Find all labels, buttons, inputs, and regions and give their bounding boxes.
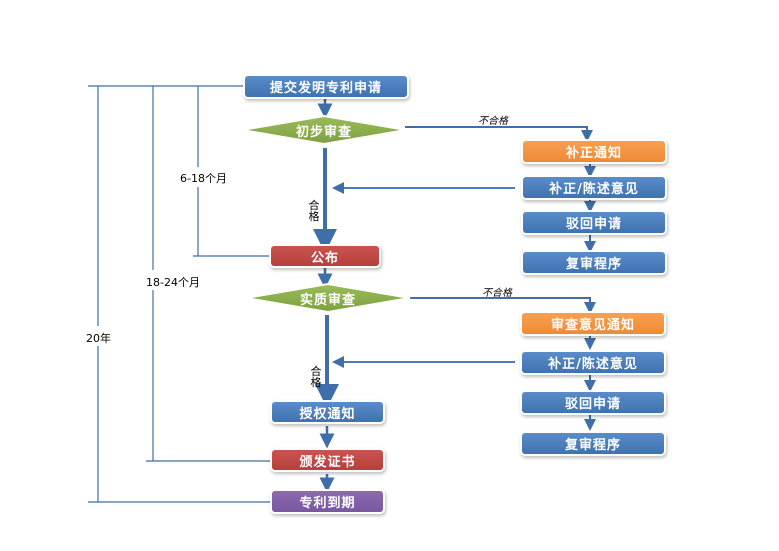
substantive-review-label[interactable]: 实质审查 [299,293,356,308]
pass-label-1: 合格 [308,199,320,223]
publish-box[interactable]: 公布 [271,246,379,266]
rejection-box-1[interactable]: 驳回申请 [523,212,665,233]
certificate-period-label: 18-24个月 [146,274,200,290]
issue-certificate-box[interactable]: 颁发证书 [272,450,383,470]
correction-statement-box-2[interactable]: 补正/陈述意见 [522,352,664,373]
correction-notice-box[interactable]: 补正通知 [523,141,665,162]
main-arrows [313,98,339,493]
fail-label-2: 不合格 [482,288,512,299]
duration-brackets [88,85,272,503]
reexamination-box-1[interactable]: 复审程序 [523,252,665,273]
publish-period-label: 6-18个月 [180,170,227,186]
preliminary-review-label[interactable]: 初步审查 [295,125,352,140]
patent-term-label: 20年 [86,330,111,346]
patent-expiry-box[interactable]: 专利到期 [272,491,383,512]
preliminary-review-diamond [241,114,407,146]
branch-2-arrows [332,297,596,431]
substantive-review-diamond [245,282,411,314]
rejection-box-2[interactable]: 驳回申请 [522,392,664,413]
fail-label-1: 不合格 [478,116,508,127]
reexamination-box-2[interactable]: 复审程序 [522,433,664,454]
correction-statement-box-1[interactable]: 补正/陈述意见 [523,177,665,198]
submit-application-box[interactable]: 提交发明专利申请 [245,76,407,97]
grant-notice-box[interactable]: 授权通知 [272,402,383,422]
pass-label-2: 合格 [310,365,322,389]
branch-1-arrows [332,126,596,253]
examination-opinion-notice-box[interactable]: 审查意见通知 [522,313,664,334]
